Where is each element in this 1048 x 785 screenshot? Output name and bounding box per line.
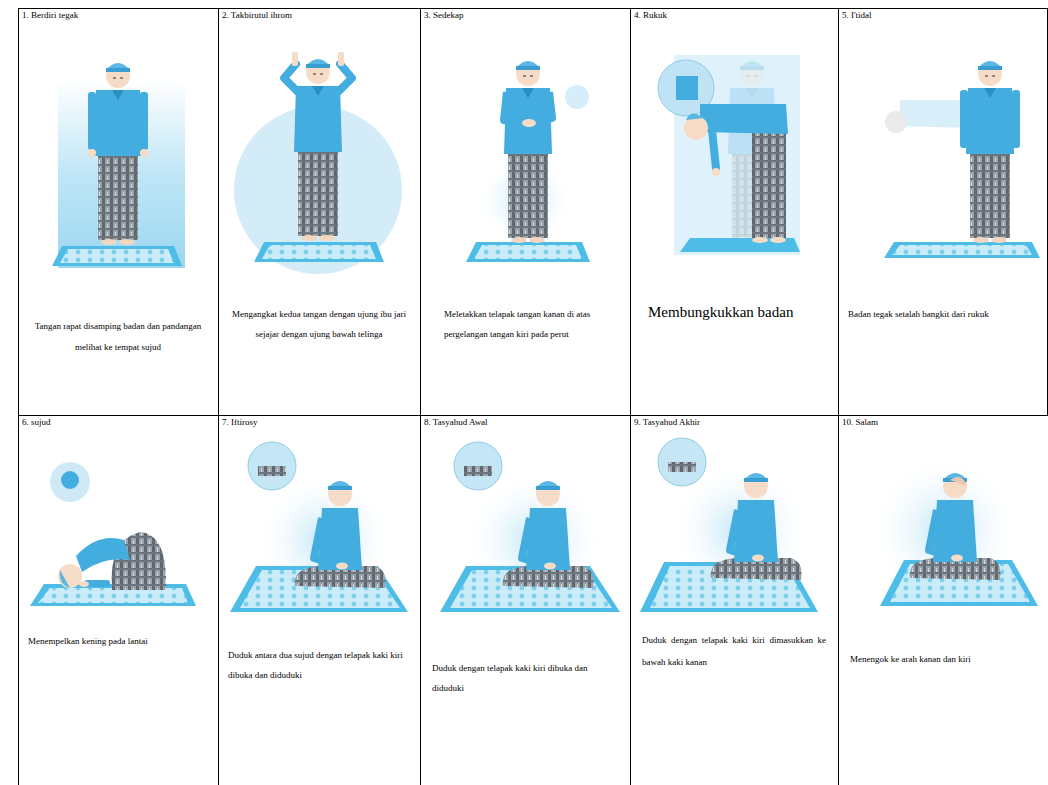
step-description: Tangan rapat disamping badan dan pandang… [28,316,208,358]
step-cell: 3. SedekapMeletakkan telapak tangan kana… [420,8,630,415]
iftirosy-figure [230,442,408,612]
step-cell: 7. IftirosyDuduk antara dua sujud dengan… [218,415,420,785]
table-grid [18,8,1048,785]
step-cell: 9. Tasyahud AkhirDuduk dengan telapak ka… [630,415,838,785]
step-cell: 2. Takbirutul ihromMengangkat kedua tang… [218,8,420,415]
step-description: Badan tegak setalah bangkit dari rukuk [848,304,1038,324]
step-heading: 3. Sedekap [424,10,464,20]
rukuk-figure [658,55,800,255]
sujud-figure [30,462,196,606]
step-cell: 6. sujudMenempelkan kening pada lantai [18,415,218,785]
step-heading: 8. Tasyahud Awal [424,417,488,427]
step-description: Menengok ke arah kanan dan kiri [850,649,1036,669]
step-cell: 8. Tasyahud AwalDuduk dengan telapak kak… [420,415,630,785]
step-heading: 9. Tasyahud Akhir [634,417,700,427]
step-cell: 1. Berdiri tegakTangan rapat disamping b… [18,8,218,415]
step-heading: 10. Salam [842,417,878,427]
step-cell: 10. SalamMenengok ke arah kanan dan kiri [838,415,1048,785]
step-heading: 4. Rukuk [634,10,667,20]
step-description: Duduk dengan telapak kaki kiri dimasukka… [642,629,826,673]
standing-figure [52,63,185,268]
step-heading: 2. Takbirutul ihrom [222,10,292,20]
step-description: Duduk dengan telapak kaki kiri dibuka da… [432,658,618,698]
step-description: Membungkukkan badan [648,302,828,322]
step-heading: 1. Berdiri tegak [22,10,78,20]
step-description: Menempelkan kening pada lantai [28,631,208,651]
step-cell: 5. I'tidalBadan tegak setalah bangkit da… [838,8,1048,415]
step-description: Mengangkat kedua tangan dengan ujung ibu… [228,304,410,344]
sedekap-figure [466,61,590,262]
step-cell: 4. RukukMembungkukkan badan [630,8,838,415]
step-description: Meletakkan telapak tangan kanan di atas … [444,304,620,344]
salam-figure [870,455,1038,606]
step-description: Duduk antara dua sujud dengan telapak ka… [228,645,408,685]
tasyahud-akhir-figure [640,438,818,612]
step-heading: 7. Iftirosy [222,417,258,427]
itidal-figure [884,61,1040,258]
takbir-figure [234,52,402,274]
step-heading: 5. I'tidal [842,10,872,20]
step-heading: 6. sujud [22,417,51,427]
tasyahud-awal-figure [440,442,620,612]
